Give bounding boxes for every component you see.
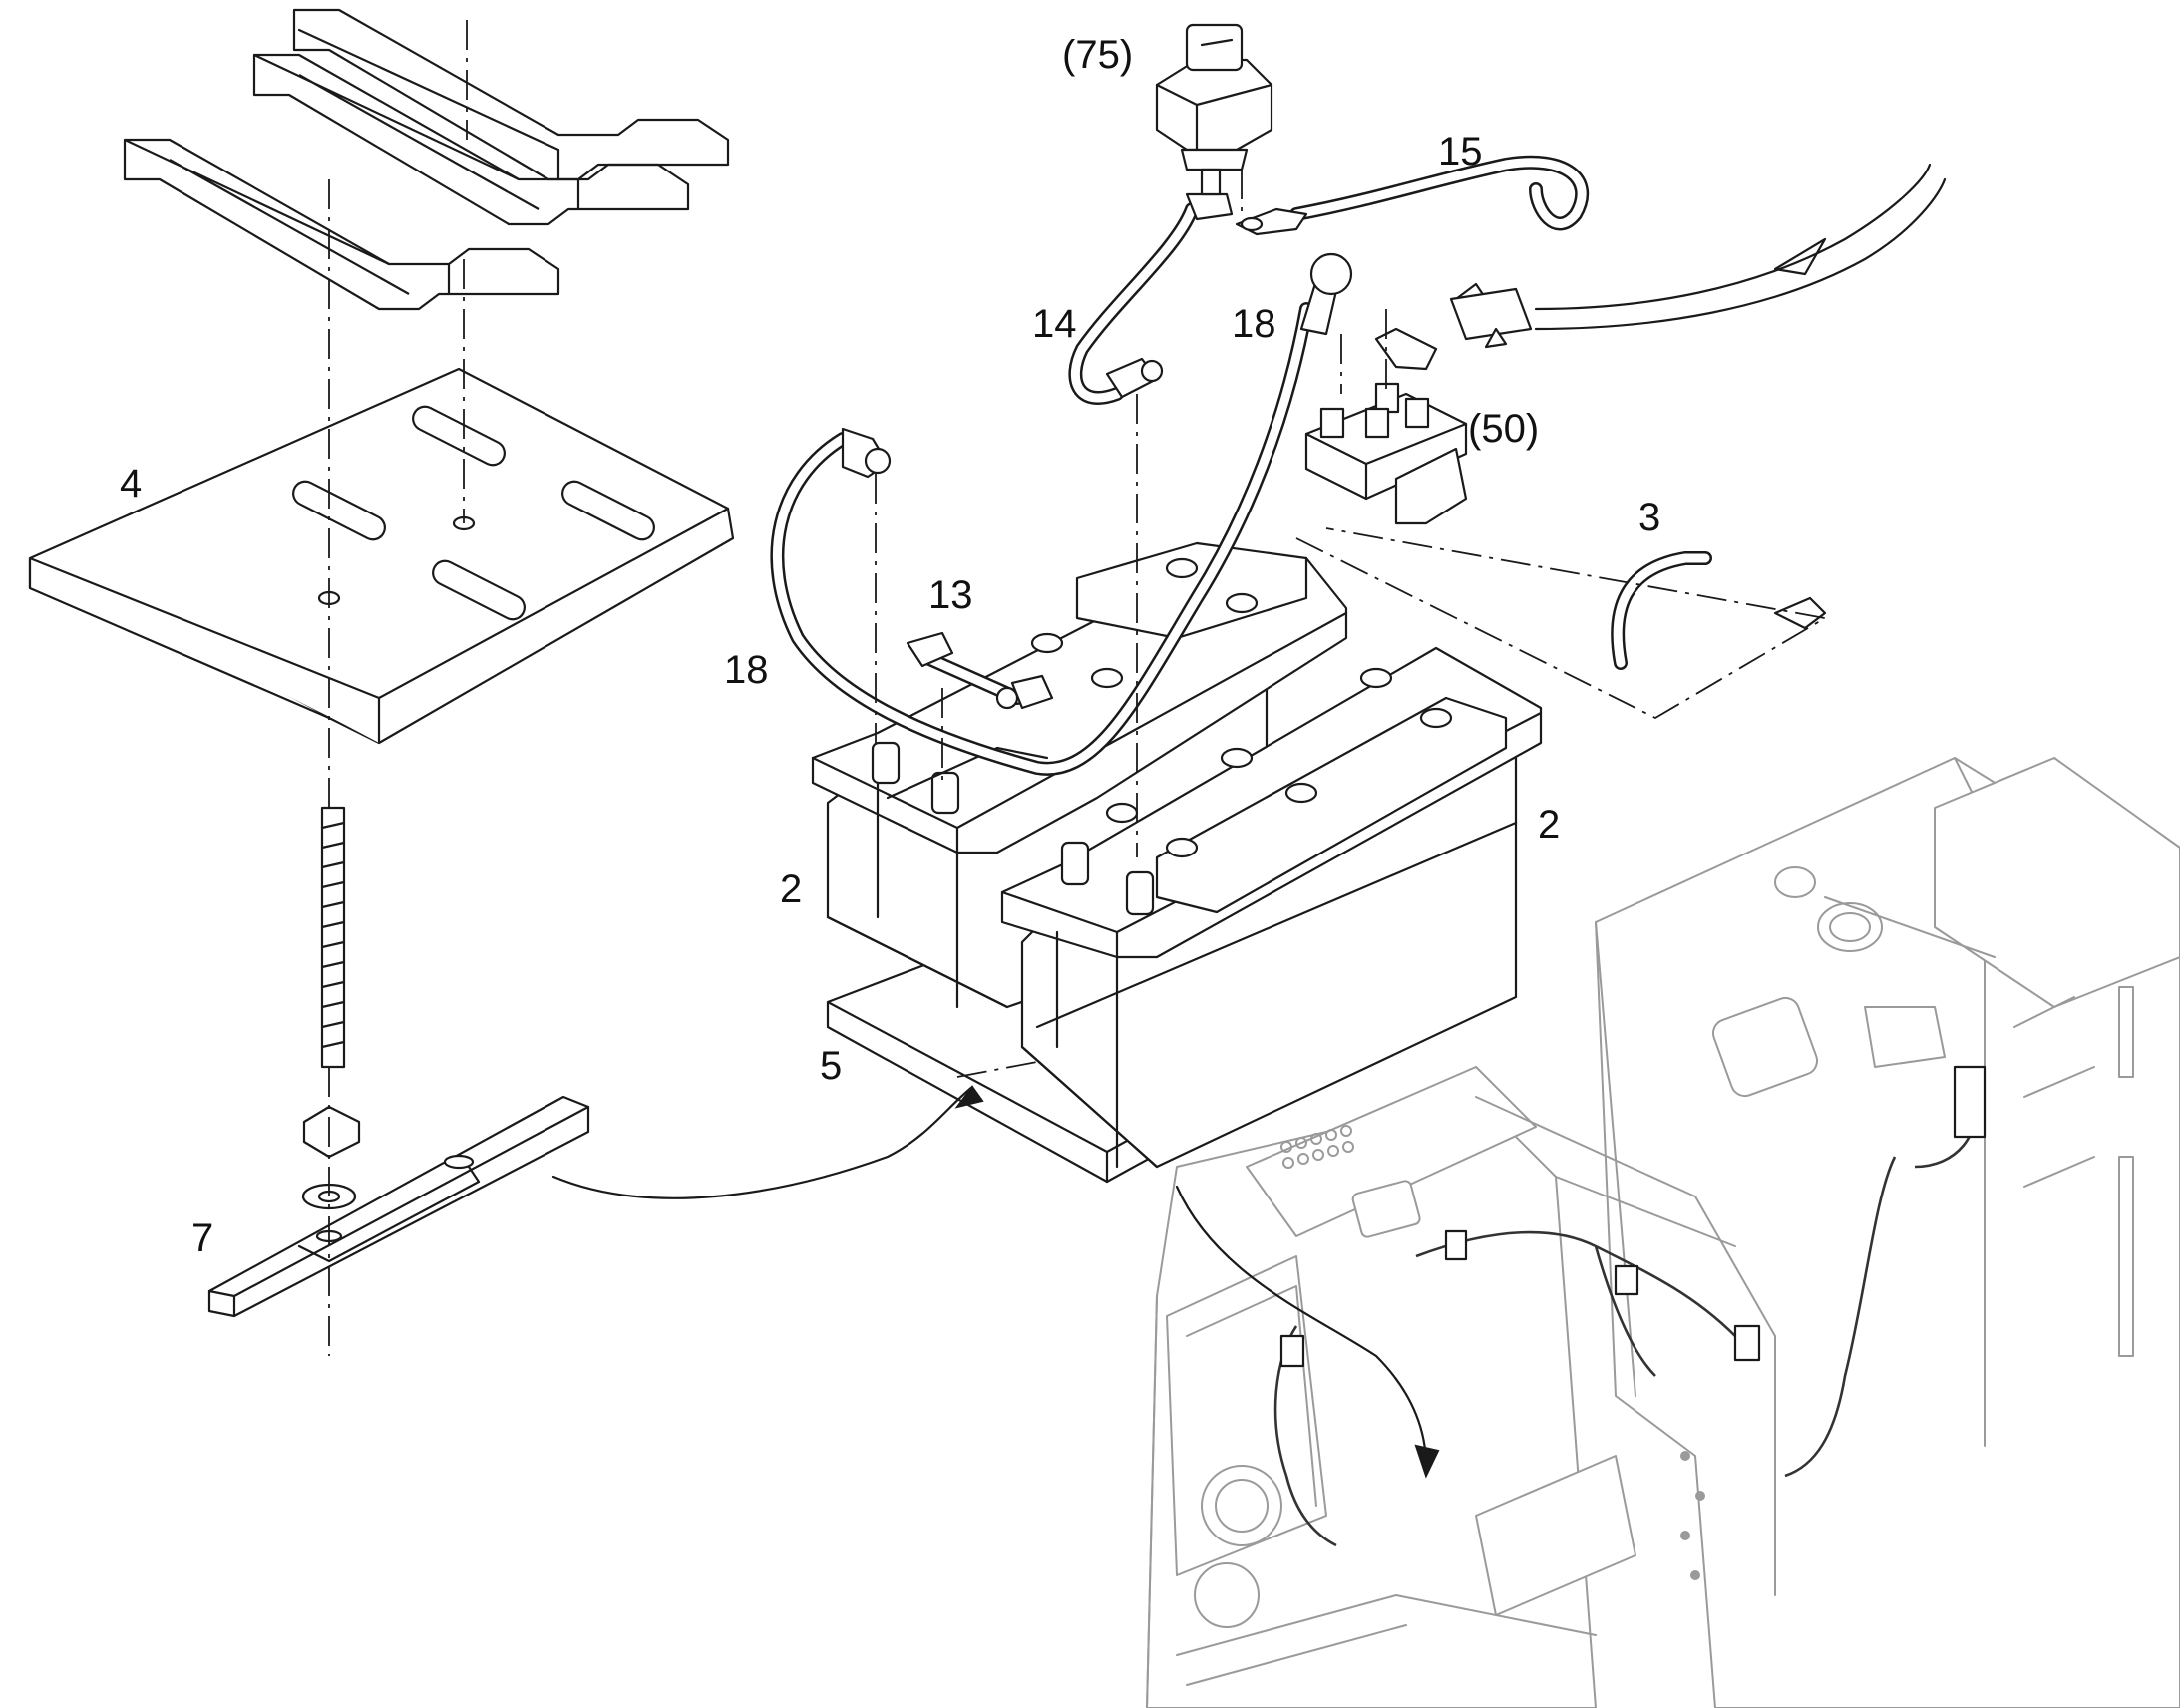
callout-18-lower: 18 <box>724 648 769 692</box>
part-4-tray <box>28 367 735 745</box>
part-14-cable <box>1068 192 1234 405</box>
part-50-relay <box>1304 282 1488 525</box>
callout-3: 3 <box>1638 496 1660 539</box>
callout-14: 14 <box>1032 302 1077 346</box>
main-harness-cable <box>1449 163 1947 349</box>
callout-4: 4 <box>120 462 142 506</box>
callout-2-left: 2 <box>780 867 802 911</box>
callout-18-upper: 18 <box>1232 302 1276 346</box>
vehicle-body <box>1146 757 2180 1708</box>
part-3-hose <box>1611 551 1827 670</box>
callout-7: 7 <box>191 1216 213 1260</box>
callout-2-right: 2 <box>1538 803 1560 847</box>
part-7-bar <box>207 1095 590 1318</box>
part-75-switch <box>1155 23 1273 196</box>
callout-75: (75) <box>1062 33 1133 77</box>
callout-labels: (75) 15 14 18 (50) 4 3 13 18 2 2 5 7 <box>120 33 1660 1260</box>
vehicle-wiring-harness <box>1273 1065 1987 1547</box>
part-4-grating <box>123 8 730 311</box>
callout-15: 15 <box>1438 130 1483 173</box>
center-lines <box>328 20 1828 1356</box>
part-7-rod <box>301 806 361 1210</box>
part-15-cable <box>1235 155 1589 236</box>
part-18-cable-left <box>770 302 1313 776</box>
callout-5: 5 <box>820 1044 842 1088</box>
assembly-arrows <box>551 1085 1440 1479</box>
part-2-battery-front <box>1000 646 1543 1169</box>
part-18-cable-right <box>1299 252 1353 336</box>
callout-13: 13 <box>928 573 973 617</box>
part-13-connector <box>906 631 1054 710</box>
callout-50: (50) <box>1468 407 1539 451</box>
